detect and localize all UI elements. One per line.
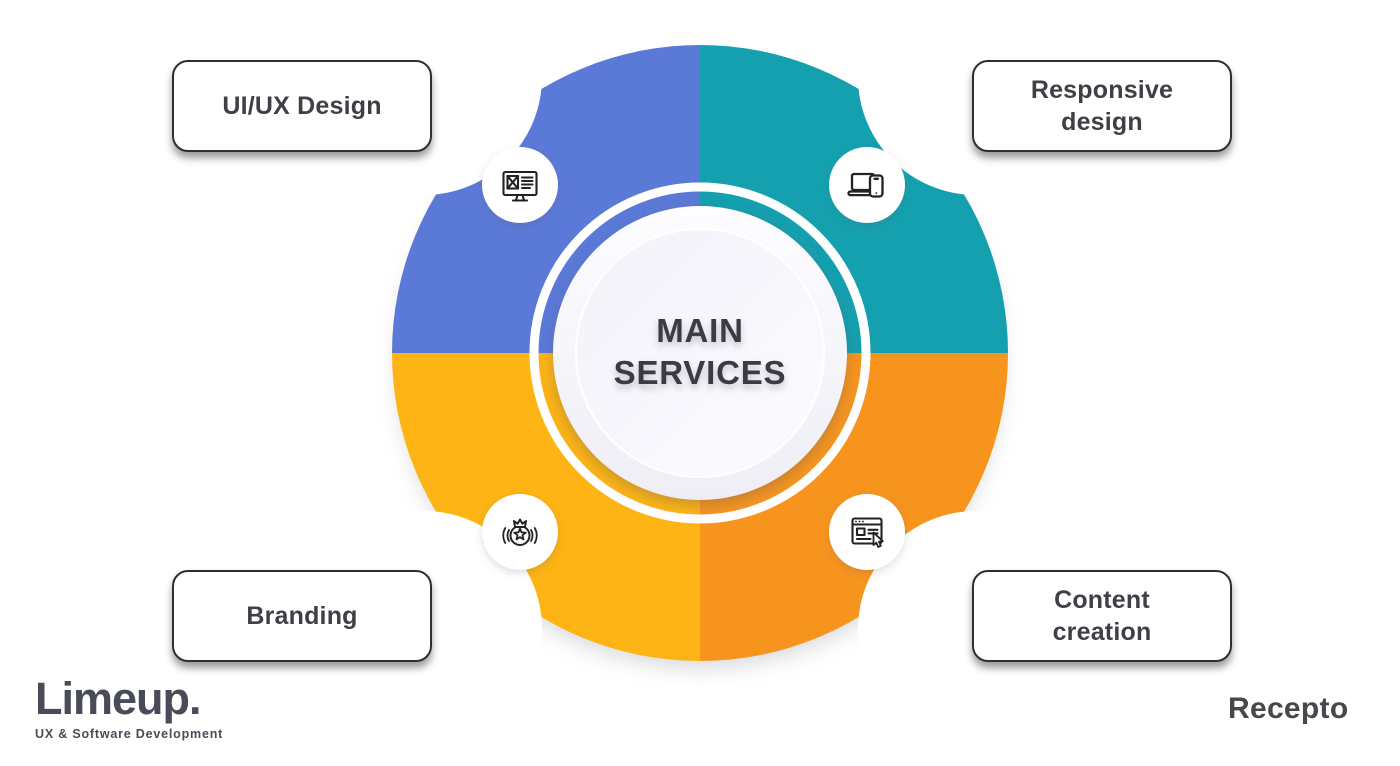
responsive-label: Responsive design: [1030, 75, 1174, 137]
center-circle: [575, 228, 825, 478]
label-box-ui-ux: UI/UX Design: [172, 60, 432, 152]
icon-circle-content: [829, 494, 905, 570]
branding-label: Branding: [246, 601, 358, 630]
webpage-cursor-icon: [851, 517, 884, 548]
icon-circle-ui-ux: [482, 147, 558, 223]
brand-badge-icon: [502, 518, 538, 546]
content-label: Content creation: [1052, 585, 1152, 647]
icon-circle-branding: [482, 494, 558, 570]
thin-white-ring: [529, 182, 871, 524]
main-services-title: MAIN SERVICES: [613, 311, 787, 391]
responsive-devices-icon: [847, 172, 884, 198]
icon-circle-responsive: [829, 147, 905, 223]
label-box-branding: Branding: [172, 570, 432, 662]
label-box-responsive: Responsive design: [972, 60, 1232, 152]
limeup-logo: Limeup.: [35, 673, 202, 724]
wireframe-monitor-icon: [502, 170, 538, 202]
recepto-logo: Recepto: [1228, 692, 1349, 725]
limeup-tagline: UX & Software Development: [35, 726, 224, 741]
ui-ux-label: UI/UX Design: [222, 91, 382, 120]
limeup-logo-block: Limeup. UX & Software Development: [35, 674, 223, 741]
label-box-content: Content creation: [972, 570, 1232, 662]
